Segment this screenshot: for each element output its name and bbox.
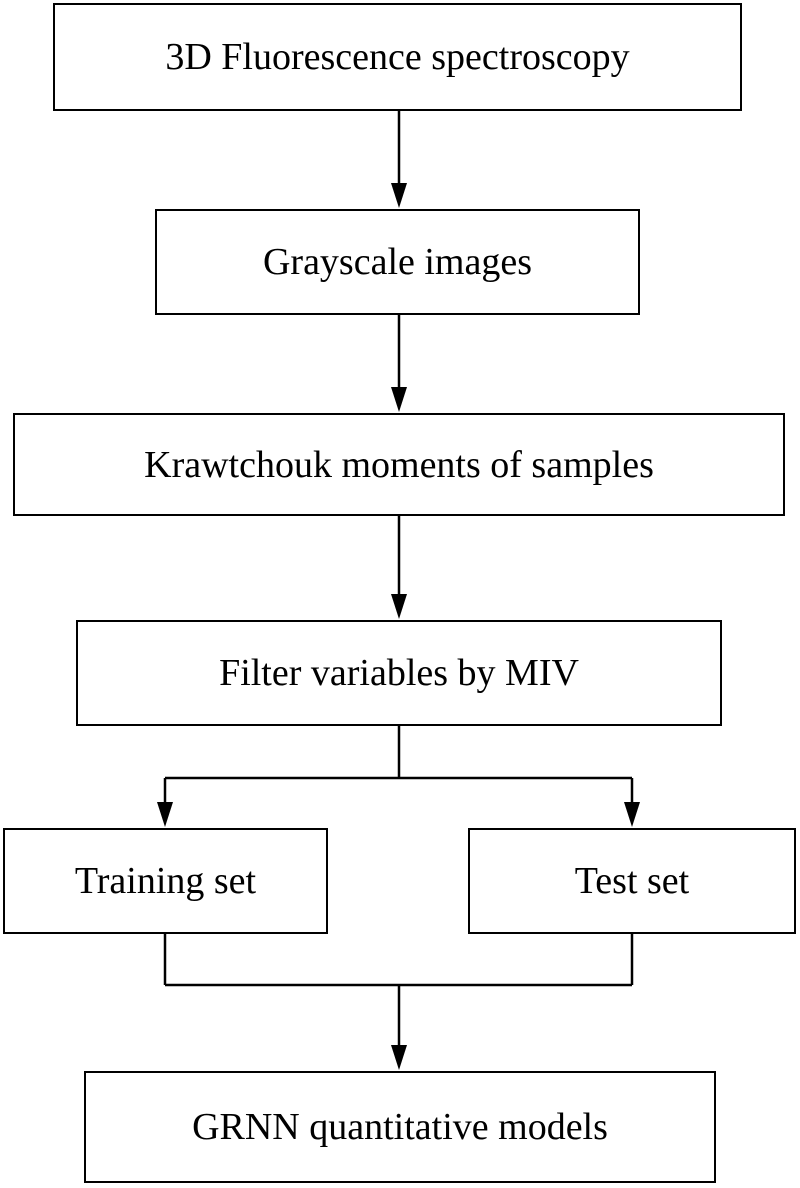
node-label: GRNN quantitative models	[192, 1106, 608, 1148]
node-filter-variables: Filter variables by MIV	[76, 620, 722, 726]
node-grayscale-images: Grayscale images	[155, 209, 640, 315]
node-test-set: Test set	[468, 828, 796, 934]
node-label: Grayscale images	[262, 241, 533, 283]
node-label: Krawtchouk moments of samples	[144, 443, 654, 486]
arrowhead-icon	[157, 802, 173, 827]
arrowhead-icon	[391, 594, 407, 619]
arrowhead-icon	[391, 183, 407, 208]
node-label: Filter variables by MIV	[219, 652, 579, 694]
node-label: Training set	[74, 860, 257, 902]
node-krawtchouk-moments: Krawtchouk moments of samples	[13, 413, 785, 516]
node-grnn-models: GRNN quantitative models	[84, 1071, 716, 1183]
node-label: 3D Fluorescence spectroscopy	[165, 36, 630, 78]
node-3d-fluorescence-spectroscopy: 3D Fluorescence spectroscopy	[53, 3, 742, 111]
node-label: Test set	[574, 860, 690, 902]
node-training-set: Training set	[3, 828, 328, 934]
arrowhead-icon	[391, 1045, 407, 1070]
arrowhead-icon	[624, 802, 640, 827]
arrowhead-icon	[391, 387, 407, 412]
